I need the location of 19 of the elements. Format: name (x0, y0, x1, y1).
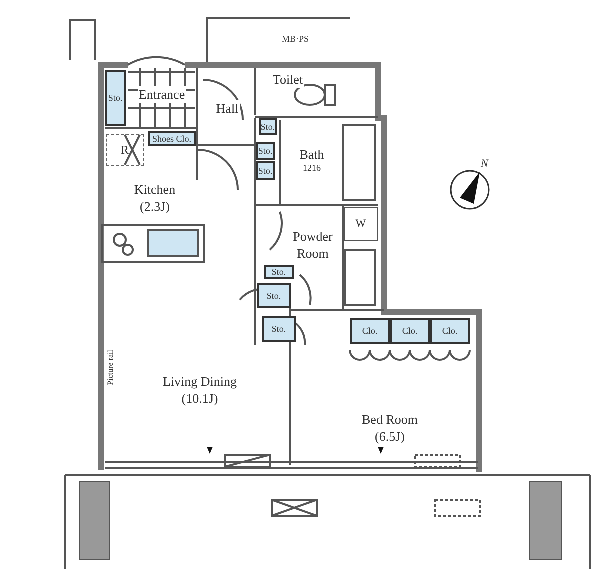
closet-cabinet: Clo. (390, 318, 430, 344)
shaft-label: MB·PS (282, 34, 310, 44)
storage-cabinet: Sto. (257, 283, 291, 308)
storage-cabinet: Sto. (259, 118, 277, 135)
room-label: Hall (215, 100, 240, 116)
closet-cabinet: Clo. (350, 318, 390, 344)
storage-cabinet: Sto. (105, 70, 126, 126)
storage-cabinet: Sto. (262, 316, 296, 342)
storage-cabinet: Sto. (256, 142, 275, 160)
room-label: 1216 (302, 162, 322, 172)
washer-space: W (344, 207, 378, 241)
shoe-closet: Shoes Clo. (148, 131, 196, 146)
room-label: Entrance (138, 86, 186, 102)
closet-cabinet: Clo. (430, 318, 470, 344)
north-label: N (481, 158, 488, 170)
refrigerator-space: R (106, 134, 144, 166)
storage-cabinet: Sto. (264, 265, 294, 279)
storage-cabinet: Sto. (256, 161, 275, 180)
rail-label: Picture rail (106, 350, 115, 386)
